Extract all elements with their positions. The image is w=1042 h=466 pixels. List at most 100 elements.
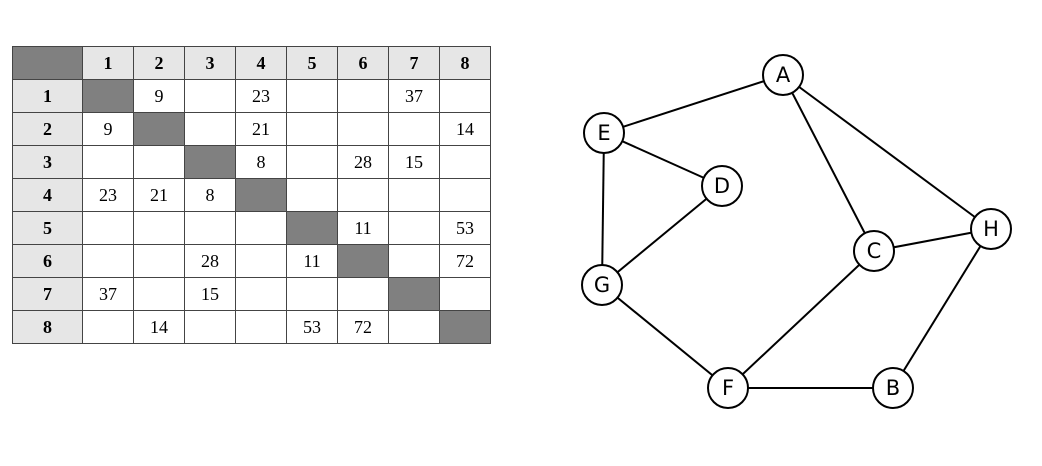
distance-cell <box>133 211 185 245</box>
node-label: G <box>594 273 610 297</box>
node-label: B <box>886 376 900 400</box>
diagonal-cell <box>337 244 389 278</box>
distance-cell: 11 <box>337 211 389 245</box>
distance-cell <box>82 244 134 278</box>
node-circle <box>762 54 804 96</box>
node-circle <box>701 165 743 207</box>
column-header: 7 <box>388 46 440 80</box>
node-label: F <box>722 376 734 400</box>
edge-b-h <box>892 228 992 389</box>
distance-cell <box>82 310 134 344</box>
distance-cell: 23 <box>235 79 287 113</box>
distance-cell <box>439 79 491 113</box>
node-circle <box>970 208 1012 250</box>
node-h: H <box>970 208 1012 250</box>
distance-cell <box>184 310 236 344</box>
diagonal-cell <box>235 178 287 212</box>
distance-cell <box>82 211 134 245</box>
distance-cell <box>337 277 389 311</box>
diagonal-cell <box>133 112 185 146</box>
node-label: H <box>983 217 999 241</box>
node-c: C <box>853 230 895 272</box>
distance-cell: 14 <box>133 310 185 344</box>
column-header: 4 <box>235 46 287 80</box>
distance-cell: 15 <box>388 145 440 179</box>
distance-cell <box>133 277 185 311</box>
distance-cell <box>235 310 287 344</box>
distance-cell: 72 <box>439 244 491 278</box>
column-header: 3 <box>184 46 236 80</box>
distance-cell <box>184 112 236 146</box>
distance-cell: 15 <box>184 277 236 311</box>
node-circle <box>853 230 895 272</box>
distance-cell: 28 <box>337 145 389 179</box>
distance-cell <box>235 277 287 311</box>
column-header: 2 <box>133 46 185 80</box>
distance-cell <box>439 178 491 212</box>
edge-e-a <box>603 74 784 134</box>
distance-cell: 21 <box>133 178 185 212</box>
diagonal-cell <box>184 145 236 179</box>
distance-cell <box>388 244 440 278</box>
edge-g-d <box>601 185 723 286</box>
node-label: C <box>867 239 882 263</box>
row-header: 8 <box>12 310 83 344</box>
distance-cell <box>337 79 389 113</box>
row-header: 6 <box>12 244 83 278</box>
node-e: E <box>583 112 625 154</box>
node-circle <box>872 367 914 409</box>
edge-e-g <box>601 132 605 286</box>
column-header: 5 <box>286 46 338 80</box>
distance-cell: 37 <box>82 277 134 311</box>
node-label: D <box>714 174 730 198</box>
diagonal-cell <box>439 310 491 344</box>
edge-a-h <box>782 74 992 230</box>
node-d: D <box>701 165 743 207</box>
distance-cell <box>82 145 134 179</box>
edge-c-f <box>727 250 875 389</box>
distance-cell <box>337 112 389 146</box>
distance-cell <box>286 112 338 146</box>
distance-cell: 14 <box>439 112 491 146</box>
distance-cell <box>388 310 440 344</box>
row-header: 4 <box>12 178 83 212</box>
graph-nodes: A B C D E F G H <box>581 54 1012 409</box>
node-a: A <box>762 54 804 96</box>
edge-e-d <box>603 132 723 187</box>
diagonal-cell <box>82 79 134 113</box>
node-circle <box>581 264 623 306</box>
node-circle <box>583 112 625 154</box>
node-b: B <box>872 367 914 409</box>
distance-cell: 37 <box>388 79 440 113</box>
node-label: E <box>597 121 610 145</box>
node-label: A <box>776 63 791 87</box>
node-f: F <box>707 367 749 409</box>
graph-edges <box>601 74 992 389</box>
edge-a-c <box>782 74 875 252</box>
distance-cell <box>439 145 491 179</box>
distance-cell: 23 <box>82 178 134 212</box>
distance-cell <box>388 211 440 245</box>
distance-cell: 53 <box>439 211 491 245</box>
distance-cell: 21 <box>235 112 287 146</box>
table-corner-cell <box>12 46 83 80</box>
distance-cell <box>439 277 491 311</box>
distance-cell: 8 <box>184 178 236 212</box>
distance-cell: 9 <box>82 112 134 146</box>
node-g: G <box>581 264 623 306</box>
node-circle <box>707 367 749 409</box>
distance-cell <box>184 211 236 245</box>
distance-cell <box>286 79 338 113</box>
distance-cell <box>286 178 338 212</box>
distance-cell: 72 <box>337 310 389 344</box>
edge-g-f <box>601 284 729 389</box>
